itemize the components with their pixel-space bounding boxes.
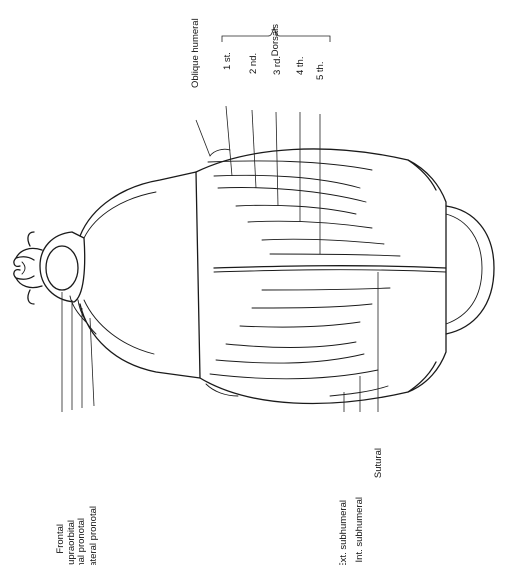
structure-labels: Frontal Supraorbital Marginal pronotal L…	[55, 18, 384, 565]
label-dorsal-1: 1 st.	[222, 52, 233, 70]
striae-lower	[210, 288, 390, 379]
label-dorsal-4: 4 th.	[295, 57, 306, 76]
label-lateral-pronotal: Lateral pronotal	[88, 506, 99, 565]
pronotum	[70, 172, 200, 378]
label-marginal-pronotal: Marginal pronotal	[76, 518, 87, 565]
elytral-edge-lines	[206, 149, 388, 396]
pygidium	[446, 206, 494, 334]
label-dorsal-5: 5 th.	[315, 62, 326, 81]
beetle-drawing	[14, 149, 494, 404]
striae-upper	[208, 161, 400, 256]
beetle-head	[14, 232, 85, 304]
label-frontal: Frontal	[55, 524, 66, 554]
label-int-subhumeral: Int. subhumeral	[354, 497, 365, 562]
leader-lines	[62, 106, 378, 412]
label-dorsal-3: 3 rd.	[272, 56, 283, 75]
label-ext-subhumeral: Ext. subhumeral	[338, 500, 349, 565]
label-dorsal-2: 2 nd.	[248, 53, 259, 74]
label-dorsals: Dorsals	[270, 24, 281, 56]
label-sutural: Sutural	[373, 448, 384, 478]
label-oblique-humeral: Oblique humeral	[190, 18, 201, 88]
